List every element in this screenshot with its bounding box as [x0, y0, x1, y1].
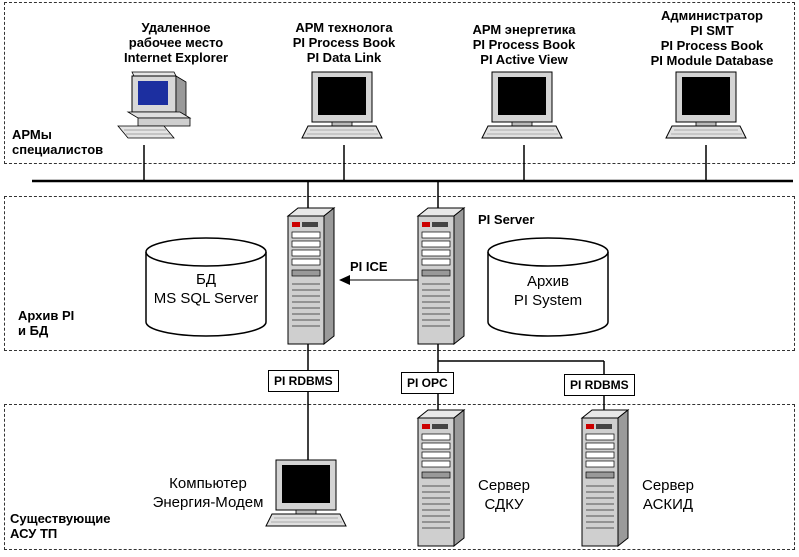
- pi-ice-label: PI ICE: [350, 259, 388, 274]
- zone-existing: [4, 404, 795, 550]
- database-icon: [487, 237, 609, 337]
- server-icon: [417, 207, 465, 345]
- database-label-pi: Архив PI System: [513, 273, 583, 309]
- modem-pc-label: Компьютер Энергия-Модем: [152, 475, 264, 511]
- monitor-icon: [665, 71, 747, 139]
- server-label-askid: Сервер АСКИД: [641, 477, 694, 513]
- zone-workstations: [4, 2, 795, 164]
- station-label-admin: Администратор PI SMT PI Process Book PI …: [650, 8, 774, 68]
- server-label-pi-server: PI Server: [478, 212, 535, 227]
- station-label-energetic: АРМ энергетика PI Process Book PI Active…: [472, 22, 576, 67]
- zone-label-existing: Существующие АСУ ТП: [10, 511, 111, 541]
- zone-label-workstations: АРМы специалистов: [12, 127, 104, 157]
- monitor-icon: [265, 459, 347, 527]
- interface-tag-rdbms-right: PI RDBMS: [564, 374, 635, 396]
- station-label-technologist: АРМ технолога PI Process Book PI Data Li…: [292, 20, 396, 65]
- server-icon: [287, 207, 335, 345]
- server-icon: [581, 409, 629, 547]
- database-icon: [145, 237, 267, 337]
- server-label-sdku: Сервер СДКУ: [477, 477, 530, 513]
- interface-tag-rdbms-left: PI RDBMS: [268, 370, 339, 392]
- database-label-sql: БД MS SQL Server: [153, 271, 259, 307]
- interface-tag-opc: PI OPC: [401, 372, 454, 394]
- server-icon: [417, 409, 465, 547]
- monitor-icon: [301, 71, 383, 139]
- pc-icon: [117, 71, 192, 139]
- zone-label-archive: Архив PI и БД: [18, 308, 75, 338]
- station-label-remote: Удаленное рабочее место Internet Explore…: [123, 20, 229, 65]
- monitor-icon: [481, 71, 563, 139]
- zone-archive: [4, 196, 795, 351]
